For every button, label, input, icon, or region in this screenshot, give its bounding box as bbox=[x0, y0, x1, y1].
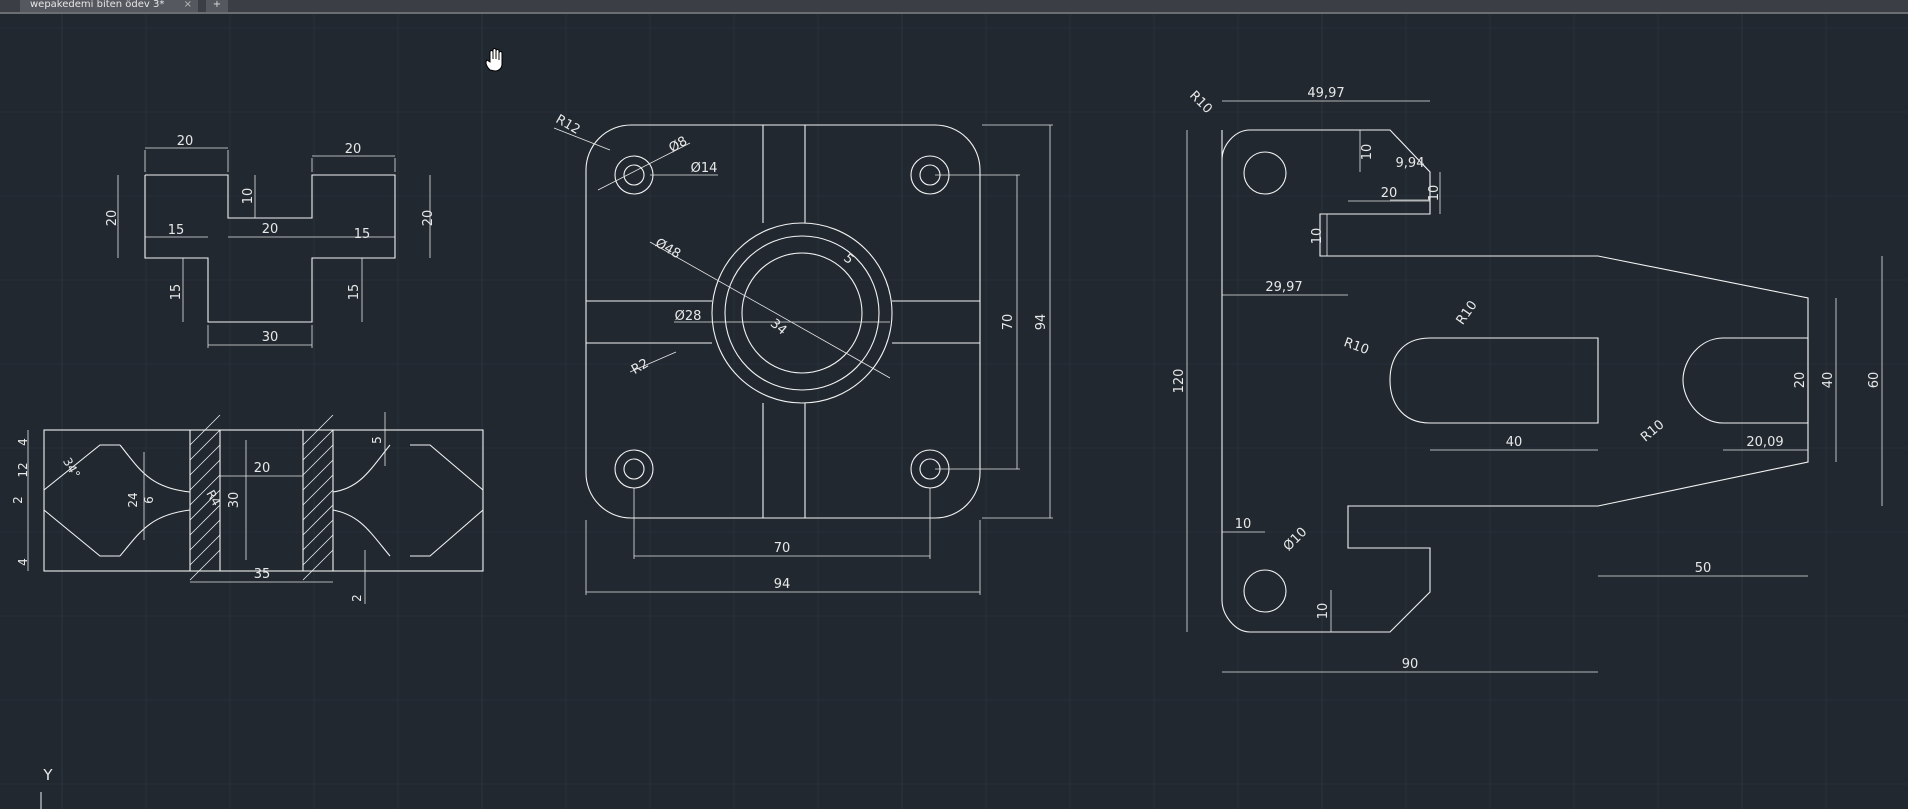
dim-p2-12: 12 bbox=[16, 462, 30, 477]
dim-p4-20b: 20 bbox=[1793, 372, 1808, 389]
hatch-line bbox=[302, 519, 334, 551]
dim-p1-bottom-width: 30 bbox=[262, 330, 279, 345]
dim-p3-d8: Ø8 bbox=[666, 134, 690, 156]
hatch-line bbox=[302, 459, 334, 491]
pan-hand-icon bbox=[485, 48, 503, 72]
hatch-line bbox=[189, 489, 221, 521]
dim-p2-6: 6 bbox=[142, 496, 156, 504]
hatch-line bbox=[189, 459, 221, 491]
hatch-line bbox=[189, 504, 221, 536]
dim-p2-bottom: 4 bbox=[16, 558, 30, 566]
dim-p4-r10-upper: R10 bbox=[1454, 298, 1481, 328]
dim-p4-60: 60 bbox=[1867, 372, 1882, 389]
dim-p2-35: 35 bbox=[254, 567, 271, 582]
dim-p2-30: 30 bbox=[227, 492, 242, 509]
dim-p4-20a: 20 bbox=[1381, 186, 1398, 201]
part-1-profile: 20 20 10 20 20 20 15 15 15 15 30 bbox=[105, 134, 436, 348]
dim-p3-5: 5 bbox=[840, 251, 856, 268]
hatch-line bbox=[189, 429, 221, 461]
hatch-line bbox=[302, 504, 334, 536]
hatch-line bbox=[189, 519, 221, 551]
part-2-section: 4 12 34° 2 4 24 6 R4 30 20 5 35 2 bbox=[11, 412, 484, 604]
ucs-icon: Y bbox=[40, 766, 53, 809]
dim-p4-r10-top: R10 bbox=[1186, 88, 1215, 117]
dim-p4-40b: 40 bbox=[1821, 372, 1836, 389]
dim-p1-left-step: 15 bbox=[168, 223, 185, 238]
dim-p2-2b: 2 bbox=[350, 594, 364, 602]
dim-p3-70-horizontal: 70 bbox=[774, 541, 791, 556]
dim-p4-10d: 10 bbox=[1235, 517, 1252, 532]
dim-p1-left-height: 20 bbox=[105, 210, 120, 227]
part-4-bracket: R10 49,97 10 9,94 10 20 10 29,97 R10 R10… bbox=[1172, 86, 1883, 673]
dim-p4-r10-right: R10 bbox=[1638, 417, 1667, 445]
hatch-line bbox=[302, 429, 334, 461]
hatch-line bbox=[189, 444, 221, 476]
hatch-line bbox=[302, 489, 334, 521]
dim-p2-top: 4 bbox=[16, 438, 30, 446]
dim-p4-29-97: 29,97 bbox=[1265, 280, 1302, 295]
dim-p2-5: 5 bbox=[370, 436, 384, 444]
new-tab-button[interactable]: + bbox=[206, 0, 228, 12]
hatch-line bbox=[302, 414, 334, 446]
dim-p4-10a: 10 bbox=[1360, 144, 1375, 161]
dim-p2-24: 24 bbox=[126, 492, 140, 507]
dim-p4-90: 90 bbox=[1402, 657, 1419, 672]
dim-p3-r2: R2 bbox=[629, 356, 651, 378]
dim-p1-top-right: 20 bbox=[345, 142, 362, 157]
document-tab-bar: wepakedemi biten ödev 3* × + bbox=[0, 0, 1908, 14]
dim-p4-20-09: 20,09 bbox=[1746, 435, 1783, 450]
dim-p4-10e: 10 bbox=[1316, 603, 1331, 620]
hatch-line bbox=[302, 444, 334, 476]
dim-p3-94-horizontal: 94 bbox=[774, 577, 791, 592]
dim-p3-d14: Ø14 bbox=[691, 161, 718, 176]
dim-p1-right-leg: 15 bbox=[347, 284, 362, 301]
hatch-line bbox=[189, 549, 221, 581]
hatch-line bbox=[302, 534, 334, 566]
dim-p3-r12: R12 bbox=[553, 112, 583, 138]
dim-p2-r4: R4 bbox=[203, 488, 223, 509]
drawing-tab[interactable]: wepakedemi biten ödev 3* × bbox=[20, 0, 198, 12]
dim-p2-angle: 34° bbox=[60, 455, 83, 480]
close-tab-icon[interactable]: × bbox=[183, 0, 192, 10]
section-hatch bbox=[189, 414, 334, 581]
dim-p1-right-height: 20 bbox=[421, 210, 436, 227]
dim-p1-notch-width: 20 bbox=[262, 222, 279, 237]
part-3-plate: R12 Ø8 Ø14 Ø48 5 Ø28 34 R2 70 94 70 94 bbox=[553, 112, 1053, 595]
cad-model-space[interactable]: 20 20 10 20 20 20 15 15 15 15 30 4 12 34… bbox=[0, 14, 1908, 809]
dim-p3-70-vertical: 70 bbox=[1001, 314, 1016, 331]
dim-p4-49-97: 49,97 bbox=[1307, 86, 1344, 101]
dim-p2-20: 20 bbox=[254, 461, 271, 476]
dim-p4-r10-left: R10 bbox=[1342, 335, 1371, 358]
dim-p1-top-left: 20 bbox=[177, 134, 194, 149]
dim-p3-d28: Ø28 bbox=[675, 309, 702, 324]
dim-p4-9-94: 9,94 bbox=[1396, 156, 1425, 171]
dim-p4-50: 50 bbox=[1695, 561, 1712, 576]
dim-p2-2: 2 bbox=[11, 496, 25, 504]
dim-p1-right-step: 15 bbox=[354, 227, 371, 242]
dim-p4-d10: Ø10 bbox=[1281, 525, 1311, 555]
dim-p4-120: 120 bbox=[1172, 369, 1187, 394]
hatch-line bbox=[302, 549, 334, 581]
ucs-y-label: Y bbox=[42, 766, 53, 784]
hatch-line bbox=[302, 474, 334, 506]
dim-p3-94-vertical: 94 bbox=[1034, 314, 1049, 331]
dim-p4-40: 40 bbox=[1506, 435, 1523, 450]
dim-p4-10c: 10 bbox=[1310, 228, 1325, 245]
hatch-line bbox=[189, 414, 221, 446]
hatch-line bbox=[189, 474, 221, 506]
dim-p1-notch-depth: 10 bbox=[241, 188, 256, 205]
dim-p4-10b: 10 bbox=[1427, 185, 1442, 202]
dim-p3-34: 34 bbox=[767, 316, 789, 338]
grid-lines bbox=[0, 14, 1908, 809]
hatch-line bbox=[189, 534, 221, 566]
drawing-canvas[interactable]: 20 20 10 20 20 20 15 15 15 15 30 4 12 34… bbox=[0, 14, 1908, 809]
dim-p1-left-leg: 15 bbox=[169, 284, 184, 301]
drawing-tab-title: wepakedemi biten ödev 3* bbox=[30, 0, 165, 10]
